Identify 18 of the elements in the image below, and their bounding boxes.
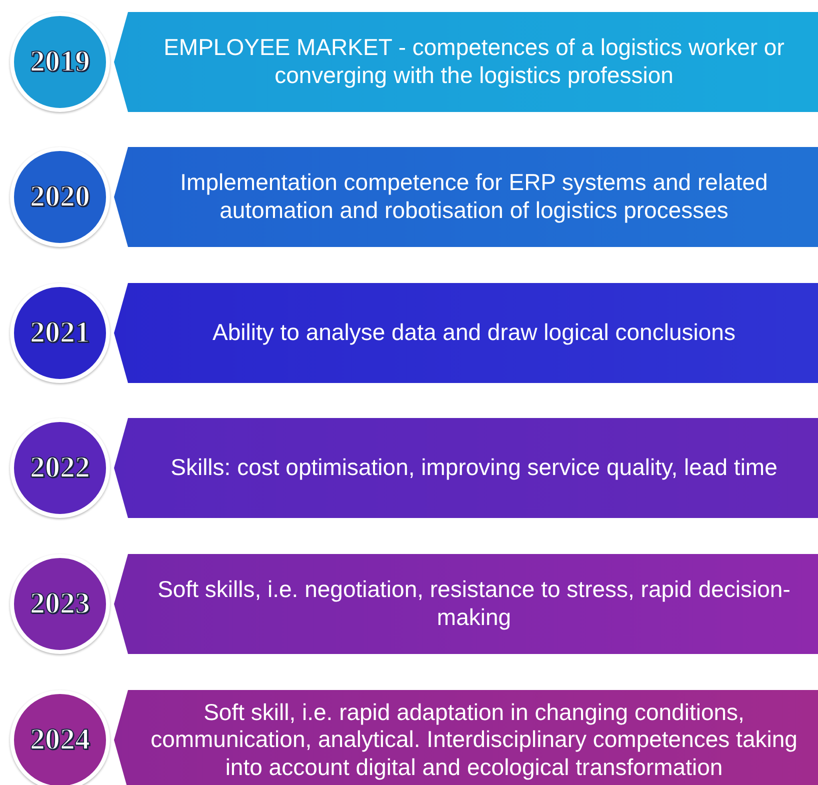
competence-text: Implementation competence for ERP systems and related automation and robotisation of logistics processes	[179, 169, 769, 225]
competence-text: Ability to analyse data and draw logical conclusions	[212, 319, 736, 347]
competence-text: Skills: cost optimisation, improving service quality, lead time	[170, 454, 778, 482]
competence-text: Soft skills, i.e. negotiation, resistance to stress, rapid decision-making	[156, 576, 792, 632]
arrow-banner	[114, 554, 818, 654]
year-label: 2022	[30, 451, 90, 485]
arrow-banner	[114, 147, 818, 247]
year-label: 2023	[30, 587, 90, 621]
arrow-banner	[114, 12, 818, 112]
year-label: 2024	[30, 723, 90, 757]
year-label: 2019	[30, 45, 90, 79]
competence-text: EMPLOYEE MARKET - competences of a logistics worker or converging with the logistics profession	[162, 34, 786, 90]
arrow-banner	[114, 418, 818, 518]
year-label: 2021	[30, 316, 90, 350]
year-label: 2020	[30, 180, 90, 214]
arrow-banner	[114, 283, 818, 383]
competence-text: Soft skill, i.e. rapid adaptation in changing conditions, communication, analytical. Interdisciplinary competences taking into account digital and ecological transformation	[150, 698, 798, 782]
arrow-banner	[114, 690, 818, 785]
